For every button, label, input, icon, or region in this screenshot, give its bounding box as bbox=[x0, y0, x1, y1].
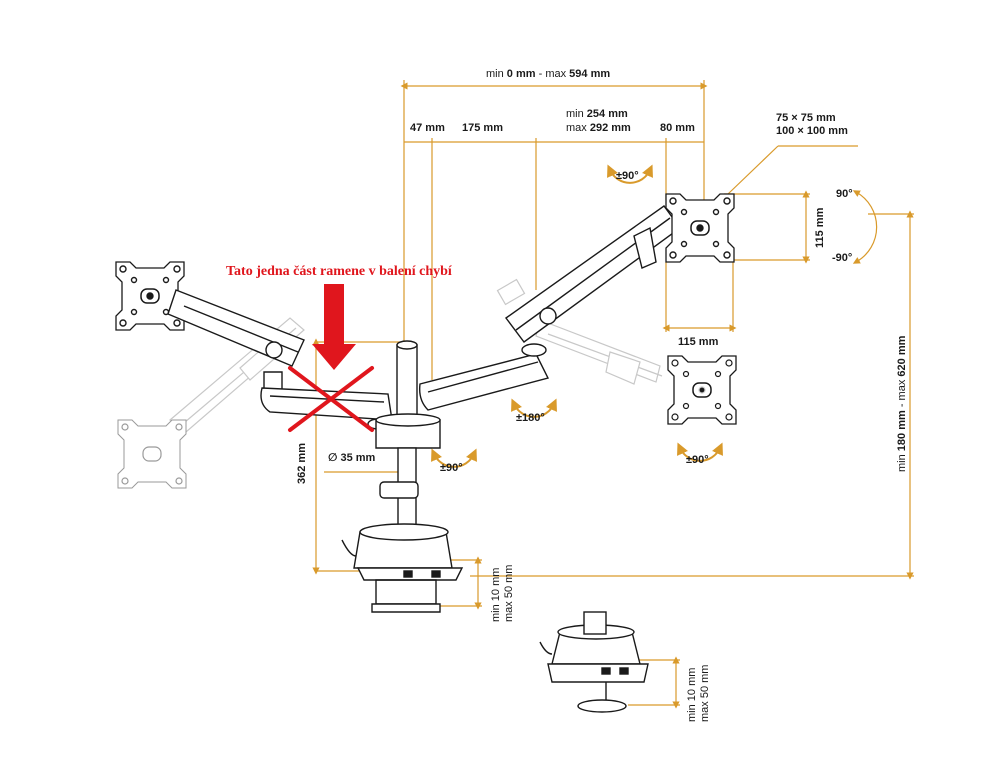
seg-max-label: max 292 mm bbox=[566, 122, 631, 134]
pole-diameter-label: ∅ 35 mm bbox=[328, 452, 376, 464]
rotation-head-bottom-label: ±90° bbox=[686, 454, 709, 466]
seg-47-label: 47 mm bbox=[410, 122, 445, 134]
seg-175-label: 175 mm bbox=[462, 122, 503, 134]
height-range-label: min 180 mm - max 620 mm bbox=[896, 335, 908, 472]
clamp-b-min-label: min 10 mm bbox=[686, 667, 698, 722]
cross-mark-icon bbox=[288, 366, 374, 432]
warning-marks bbox=[288, 284, 374, 432]
tilt-up-label: 90° bbox=[836, 188, 853, 200]
rotation-arm-joint-label: ±180° bbox=[516, 412, 545, 424]
vesa-100-label: 100 × 100 mm bbox=[776, 125, 848, 137]
tilt-down-label: -90° bbox=[832, 252, 853, 264]
monitor-arm bbox=[115, 193, 735, 713]
height-115-label: 115 mm bbox=[814, 207, 826, 248]
clamp-b-max-label: max 50 mm bbox=[699, 664, 711, 722]
rotation-head-top-label: ±90° bbox=[616, 170, 639, 182]
clamp-a-max-label: max 50 mm bbox=[503, 564, 515, 622]
vesa-75-label: 75 × 75 mm bbox=[776, 112, 836, 124]
down-arrow-icon bbox=[312, 284, 356, 370]
reach-label: min 0 mm - max 594 mm bbox=[486, 68, 611, 80]
ghost-arm-right bbox=[496, 278, 737, 425]
seg-80-label: 80 mm bbox=[660, 122, 695, 134]
clamp-a-min-label: min 10 mm bbox=[490, 567, 502, 622]
width-115-label: 115 mm bbox=[678, 336, 719, 348]
rotation-base-joint-label: ±90° bbox=[440, 462, 463, 474]
dimension-lines bbox=[312, 80, 914, 709]
seg-min-label: min 254 mm bbox=[566, 108, 628, 120]
missing-part-warning: Tato jedna část ramene v balení chybí bbox=[226, 264, 452, 279]
pole-height-label: 362 mm bbox=[296, 443, 308, 484]
